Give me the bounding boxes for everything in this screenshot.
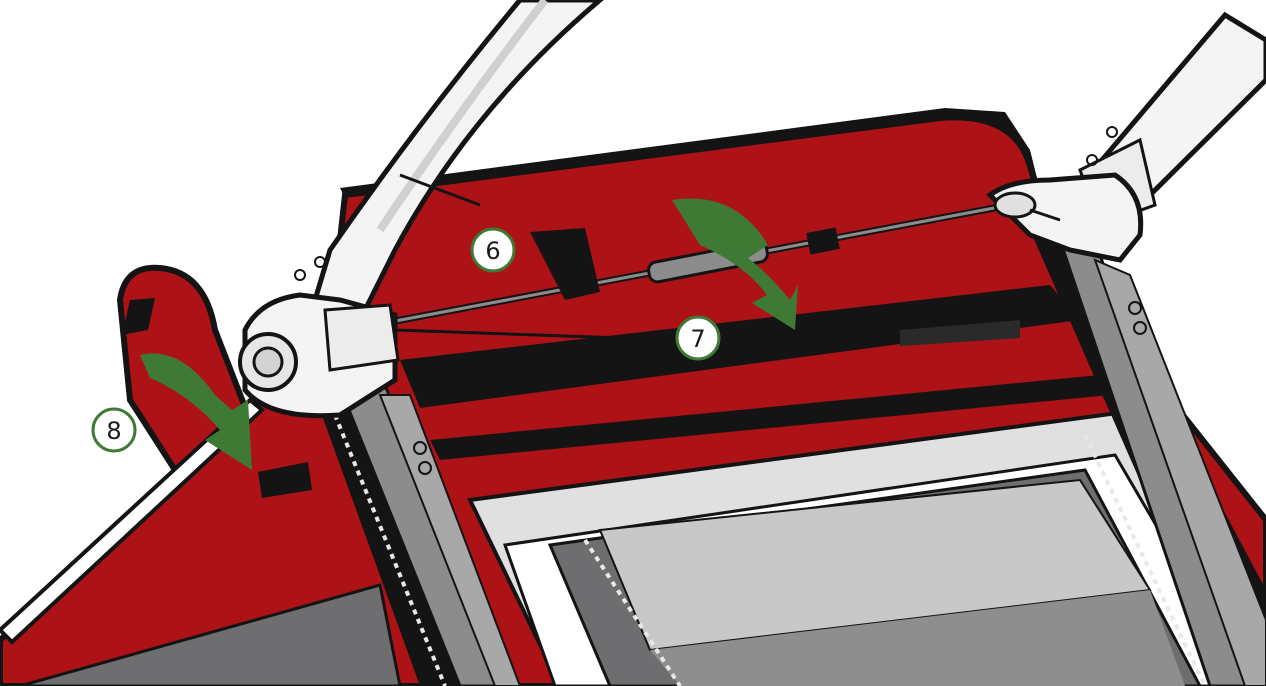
callout-8: 8 [93, 409, 135, 451]
callout-number: 7 [690, 325, 705, 353]
callout-6: 6 [472, 229, 514, 271]
callout-number: 8 [106, 417, 121, 445]
callout-number: 6 [485, 237, 500, 265]
callout-7: 7 [677, 317, 719, 359]
